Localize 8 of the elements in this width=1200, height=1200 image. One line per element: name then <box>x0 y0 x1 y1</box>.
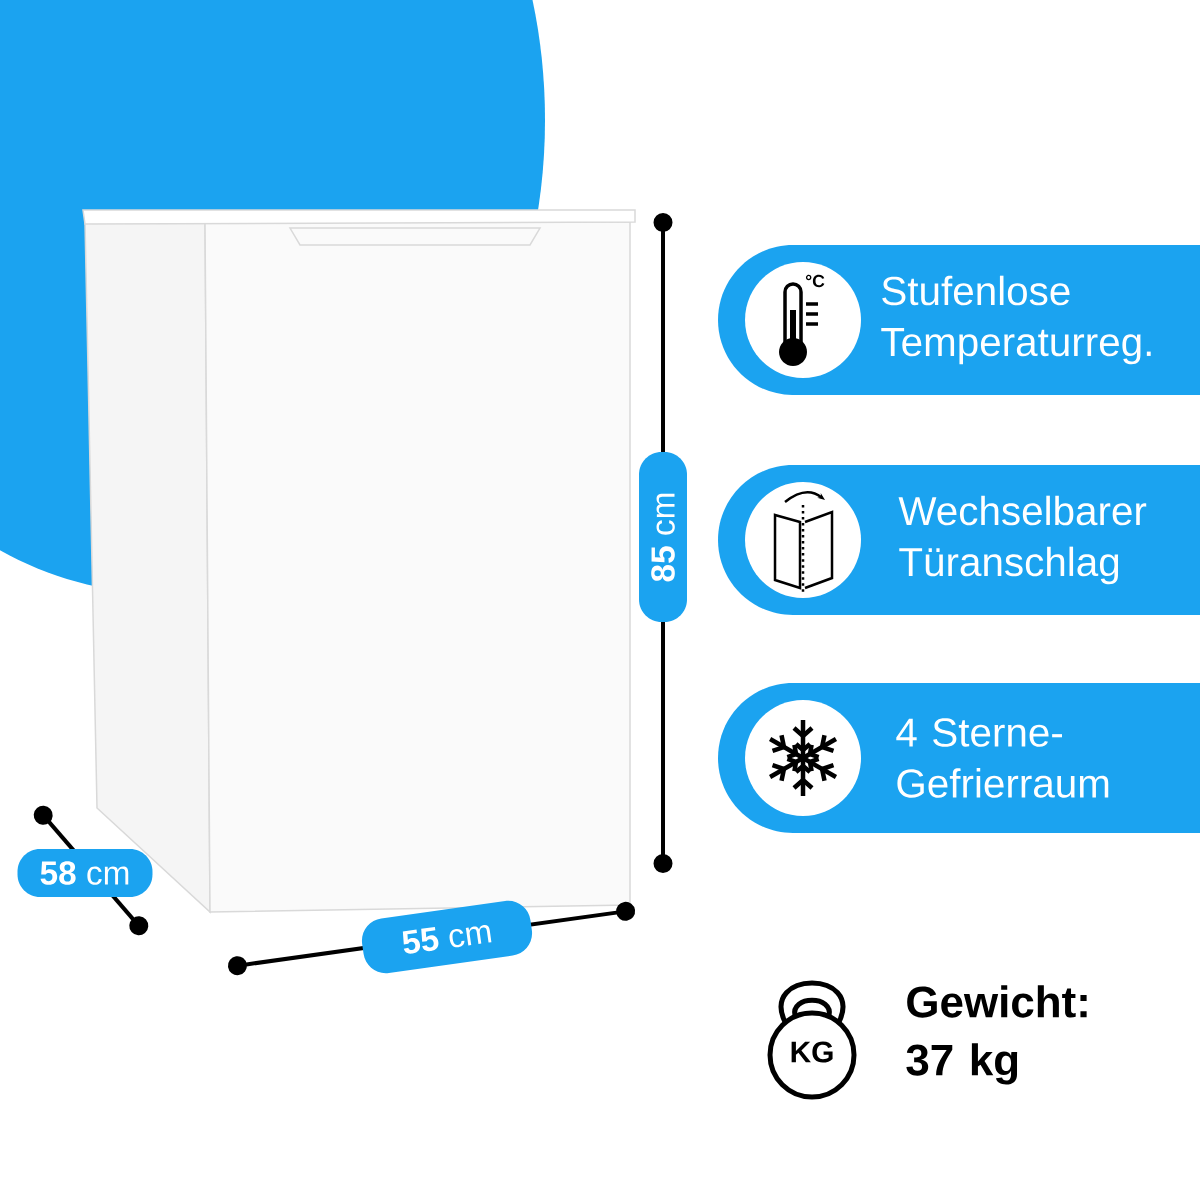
unit-label: °C <box>805 274 825 288</box>
unit-label: KG <box>791 1041 833 1063</box>
dimension-label: 85 cm <box>639 452 687 622</box>
weight-text: Gewicht: 37 kg <box>906 985 1087 1085</box>
dimension-label: 55 cm <box>402 925 492 954</box>
feature-banner: 4 Sterne- Gefrierraum <box>718 683 1200 833</box>
feature-banner: Wechselbarer Türanschlag <box>718 465 1200 615</box>
dimension-label: 58 cm <box>17 849 153 897</box>
